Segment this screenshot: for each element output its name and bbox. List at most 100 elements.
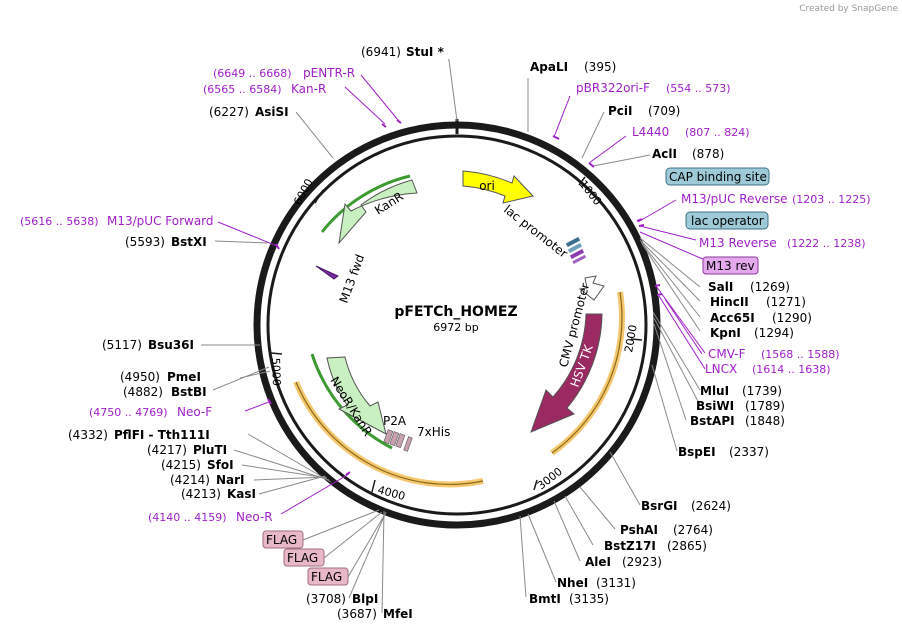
primer-neo-f: Neo-F xyxy=(177,405,212,419)
site-bmti-pos: (3135) xyxy=(569,592,609,606)
site-bspei: BspEI xyxy=(678,445,716,459)
primer-neo-r-range: (4140 .. 4159) xyxy=(148,511,227,524)
site-hincii: HincII xyxy=(710,295,749,309)
ori-label: ori xyxy=(479,179,495,193)
flag-label-1: FLAG xyxy=(266,533,297,547)
site-kpni-pos: (1294) xyxy=(754,326,794,340)
primer-m13puc-forward-range: (5616 .. 5638) xyxy=(20,215,99,228)
primer-pentr-r: pENTR-R xyxy=(303,66,355,80)
site-acc65i-pos: (1290) xyxy=(772,311,812,325)
primer-neo-f-range: (4750 .. 4769) xyxy=(89,406,168,419)
site-bstapi-pos: (1848) xyxy=(745,414,785,428)
m13-rev-box xyxy=(702,256,759,275)
m13-fwd-feature xyxy=(315,265,339,280)
site-nari-pos: (4214) xyxy=(170,473,210,487)
site-apali: ApaLI xyxy=(530,60,568,74)
lac-operator-box xyxy=(685,211,769,230)
site-pcii-pos: (709) xyxy=(648,104,680,118)
site-acc65i: Acc65I xyxy=(710,311,755,325)
site-blpi: BlpI xyxy=(352,592,378,606)
orf-arc-neor-line xyxy=(295,381,484,486)
m13-rev-label: M13 rev xyxy=(706,259,755,273)
site-stui: StuI * xyxy=(406,45,445,59)
site-apali-pos: (395) xyxy=(584,60,616,74)
flag-label-2: FLAG xyxy=(287,551,318,565)
site-pmei-pos: (4950) xyxy=(120,370,160,384)
site-nhei: NheI xyxy=(557,576,588,590)
site-sfoi: SfoI xyxy=(207,458,234,472)
leader-lines-right xyxy=(201,59,701,614)
site-asisi-pos: (6227) xyxy=(209,105,249,119)
site-pmei: PmeI xyxy=(167,370,201,384)
m13-fwd-label: M13 fwd xyxy=(337,252,368,305)
primer-l4440: L4440 xyxy=(632,125,669,139)
neor-feature xyxy=(326,356,387,435)
site-bmti: BmtI xyxy=(529,592,561,606)
site-bstbi: BstBI xyxy=(171,385,207,399)
primer-m13-reverse-range: (1222 .. 1238) xyxy=(787,237,866,250)
primer-lncx-range: (1614 .. 1638) xyxy=(752,363,831,376)
site-mlui-pos: (1739) xyxy=(742,384,782,398)
site-mlui: MluI xyxy=(700,384,729,398)
kanr-feature xyxy=(338,179,418,245)
site-pshai-pos: (2764) xyxy=(673,523,713,537)
lac-operator-label: lac operator xyxy=(691,214,764,228)
leader-lines-primers xyxy=(217,74,706,515)
site-bsiwi-pos: (1789) xyxy=(745,399,785,413)
primer-neo-r: Neo-R xyxy=(236,510,273,524)
site-sali: SalI xyxy=(708,280,733,294)
site-bstxi-pos: (5593) xyxy=(125,235,165,249)
site-pluti-pos: (4217) xyxy=(147,443,187,457)
flag-label-3: FLAG xyxy=(311,570,342,584)
orf-arc-hsvtk-line xyxy=(551,291,623,454)
site-nari: NarI xyxy=(216,473,245,487)
site-blpi-pos: (3708) xyxy=(306,592,346,606)
site-bstapi: BstAPI xyxy=(690,414,735,428)
p2a-his-features xyxy=(383,429,413,452)
site-hincii-pos: (1271) xyxy=(766,295,806,309)
primer-pbr322ori-f: pBR322ori-F xyxy=(576,81,650,95)
site-kasi-pos: (4213) xyxy=(181,487,221,501)
primer-m13puc-reverse-range: (1203 .. 1225) xyxy=(792,193,871,206)
primer-cmv-f-range: (1568 .. 1588) xyxy=(761,348,840,361)
site-pcii: PciI xyxy=(608,104,633,118)
his-label: 7xHis xyxy=(417,425,450,439)
site-bsiwi: BsiWI xyxy=(696,399,734,413)
site-bspei-pos: (2337) xyxy=(729,445,769,459)
site-pluti: PluTI xyxy=(193,443,227,457)
site-alei-pos: (2923) xyxy=(622,555,662,569)
site-bstbi-pos: (4882) xyxy=(123,385,163,399)
site-alei: AleI xyxy=(585,555,611,569)
primer-kan-r: Kan-R xyxy=(291,82,326,96)
site-bstxi: BstXI xyxy=(171,235,207,249)
flag-leaders xyxy=(302,509,386,578)
plasmid-title: pFETCh_HOMEZ xyxy=(394,304,517,320)
site-bsrgi-pos: (2624) xyxy=(691,499,731,513)
site-acli: AclI xyxy=(652,147,677,161)
site-sfoi-pos: (4215) xyxy=(161,458,201,472)
ori-feature xyxy=(462,170,534,204)
primer-m13-reverse: M13 Reverse xyxy=(699,236,777,250)
cap-binding-site-box xyxy=(665,167,770,186)
p2a-label: P2A xyxy=(383,414,407,428)
site-pshai: PshAI xyxy=(620,523,658,537)
site-sali-pos: (1269) xyxy=(750,280,790,294)
site-bsrgi: BsrGI xyxy=(641,499,678,513)
primer-m13puc-forward: M13/pUC Forward xyxy=(107,214,214,228)
cmv-promoter-feature xyxy=(578,275,605,301)
site-bstz17i-pos: (2865) xyxy=(667,539,707,553)
primer-pbr322ori-f-range: (554 .. 573) xyxy=(666,82,731,95)
site-kpni: KpnI xyxy=(710,326,741,340)
site-pflfi-pos: (4332) xyxy=(68,428,108,442)
snapgene-credit: Created by SnapGene xyxy=(799,4,898,14)
lac-feature-stack xyxy=(565,236,587,265)
tick-label-2000: 2000 xyxy=(622,324,640,354)
tick-marks xyxy=(270,176,643,493)
primer-m13puc-reverse: M13/pUC Reverse xyxy=(681,192,788,206)
hsvtk-feature xyxy=(530,313,603,433)
site-nhei-pos: (3131) xyxy=(596,576,636,590)
tick-label-5000: 5000 xyxy=(269,358,283,386)
plasmid-size: 6972 bp xyxy=(433,321,478,334)
tick-label-4000: 4000 xyxy=(376,483,406,503)
